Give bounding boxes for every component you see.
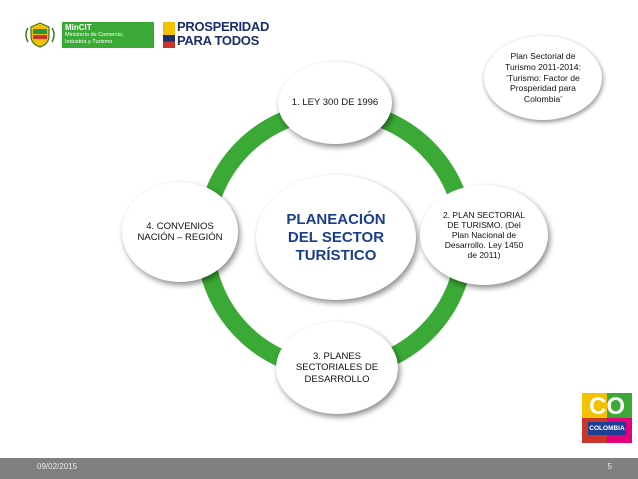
note-line-5: Colombia’ [523,94,563,105]
prosperidad-flag-icon [163,22,175,48]
note-line-3: ‘Turismo: Factor de [506,72,580,83]
node-ley-300: 1. LEY 300 DE 1996 [278,62,392,144]
center-title-line-1: PLANEACIÓN [286,210,386,228]
mincit-logo: MinCIT Ministerio de Comercio, Industria… [20,20,155,50]
mincit-line-1: Ministerio de Comercio, [65,32,124,38]
node-plan-sectorial-line-4: Desarrollo. Ley 1450 [444,240,524,251]
node-convenios-line-2: NACIÓN – REGIÓN [137,232,223,243]
center-circle: PLANEACIÓN DEL SECTOR TURÍSTICO [256,175,416,300]
node-planes-sectoriales: 3. PLANES SECTORIALES DE DESARROLLO [276,322,398,414]
node-convenios-line-1: 4. CONVENIOS [146,220,214,232]
node-plan-sectorial-line-1: 2. PLAN SECTORIAL [442,209,526,220]
plan-sectorial-note: Plan Sectorial de Turismo 2011-2014: ‘Tu… [484,36,602,120]
center-title-line-2: DEL SECTOR [287,228,385,246]
footer-bar: 09/02/2015 5 [0,458,638,479]
slogan-line-1: PROSPERIDAD [177,19,270,34]
mincit-name: MinCIT [65,23,92,32]
colombia-brand-logo: CO COLOMBIA [582,393,632,443]
colombia-brand-mosaic-icon [582,393,632,443]
node-plan-sectorial-line-3: Plan Nacional de [451,229,517,240]
note-line-4: Prosperidad para [510,83,576,94]
brand-co-text: CO [589,393,625,420]
note-line-1: Plan Sectorial de [510,51,576,62]
node-planes-line-3: DESARROLLO [304,373,370,385]
slogan-line-2: PARA TODOS [177,33,259,48]
mincit-line-2: Industria y Turismo [65,39,113,45]
node-planes-line-2: SECTORIALES DE [295,362,379,374]
note-line-2: Turismo 2011-2014: [505,61,581,72]
colombia-coat-of-arms-icon [20,20,60,50]
mincit-box: MinCIT Ministerio de Comercio, Industria… [62,22,154,48]
node-convenios: 4. CONVENIOS NACIÓN – REGIÓN [122,182,238,282]
node-planes-line-1: 3. PLANES [312,350,362,362]
center-title-line-3: TURÍSTICO [295,246,377,264]
footer-page-number: 5 [607,462,612,471]
node-plan-sectorial-line-2: DE TURISMO. (Del [447,219,521,230]
node-plan-sectorial: 2. PLAN SECTORIAL DE TURISMO. (Del Plan … [420,185,548,285]
node-ley-300-label: 1. LEY 300 DE 1996 [291,97,379,109]
prosperidad-logo: PROSPERIDAD PARA TODOS [163,20,293,50]
node-plan-sectorial-line-5: de 2011) [467,250,501,261]
footer-date: 09/02/2015 [37,462,78,471]
brand-colombia-text: COLOMBIA [589,425,625,432]
